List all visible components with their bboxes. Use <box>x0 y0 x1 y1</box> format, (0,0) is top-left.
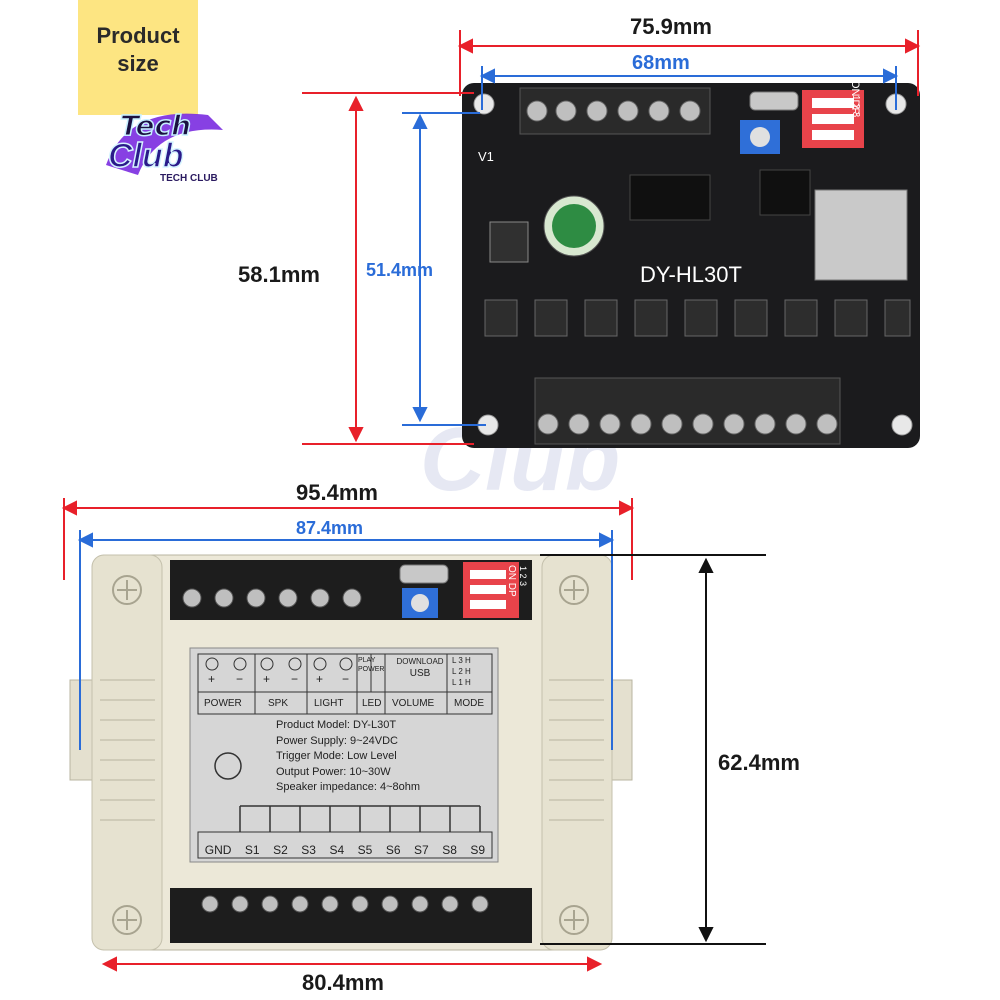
usb-port <box>749 91 799 111</box>
enclosure-bottom-width-label: 80.4mm <box>302 970 384 995</box>
polarity-plus: + <box>316 672 324 686</box>
terminal-s6: S6 <box>385 843 401 857</box>
header-cell-spk: SPK <box>268 698 289 709</box>
label-header-row: POWER SPK LIGHT LED VOLUME MODE <box>198 692 492 714</box>
label-usb: USB <box>409 668 431 679</box>
model-label: DY-HL30T <box>640 262 742 287</box>
polarity-minus: − <box>236 672 244 686</box>
usb-port <box>399 564 449 584</box>
mode-row-1: L 1 H <box>452 678 471 687</box>
polarity-minus: − <box>342 672 350 686</box>
terminal-s5: S5 <box>357 843 373 857</box>
info-product-model: Product Model: DY-L30T <box>276 719 397 731</box>
enclosure-height-label: 62.4mm <box>718 750 800 775</box>
dimension-enclosure-width-outer <box>61 498 635 580</box>
badge-line2: size <box>117 51 159 76</box>
dimension-height-outer <box>302 92 474 445</box>
enclosure-width-outer-label: 95.4mm <box>296 480 378 505</box>
logo-text-sub: TECH CLUB <box>160 173 218 184</box>
info-power-supply: Power Supply: 9~24VDC <box>276 734 398 747</box>
enclosure-dip-label: ON DP <box>506 565 517 597</box>
header-cell-power: POWER <box>204 698 242 709</box>
header-cell-light: LIGHT <box>314 698 344 709</box>
logo-text-tech: Tech <box>120 109 191 142</box>
sd-card-slot <box>814 189 908 281</box>
polarity-plus: + <box>208 672 216 686</box>
dimension-enclosure-width-inner <box>77 530 615 750</box>
header-cell-led: LED <box>362 698 382 709</box>
dimension-width-outer <box>457 30 921 96</box>
enclosure-figure <box>61 498 766 972</box>
top-terminal-screws <box>182 588 362 608</box>
label-info-block: Product Model: DY-L30T Power Supply: 9~2… <box>276 718 420 796</box>
product-size-label: Product size <box>78 22 198 78</box>
terminal-gnd: GND <box>204 843 232 857</box>
board-dip-nums: 1 2 3 <box>850 95 861 118</box>
label-pads <box>205 657 353 671</box>
mount-hole <box>473 93 495 115</box>
v1-label: V1 <box>478 149 494 164</box>
terminal-s9: S9 <box>470 843 486 857</box>
chip <box>629 174 711 221</box>
label-logo-icon <box>214 752 242 780</box>
label-power-small: POWER <box>358 666 385 673</box>
dimension-width-inner <box>479 66 899 110</box>
label-download: DOWNLOAD <box>396 657 444 666</box>
terminal-s4: S4 <box>329 843 345 857</box>
board-width-outer-label: 75.9mm <box>630 14 712 39</box>
transistor-row <box>484 299 911 337</box>
chip <box>759 169 811 216</box>
dip-switch-label: ON DP <box>849 80 861 115</box>
bottom-terminal-screws <box>537 413 838 435</box>
label-mode-levels: L 3 H L 2 H L 1 H <box>452 655 471 688</box>
side-ribs <box>100 679 604 821</box>
top-terminal-screws <box>526 100 701 122</box>
tech-club-logo: Tech Club TECH CLUB <box>106 108 223 184</box>
terminal-s1: S1 <box>244 843 260 857</box>
mode-row-3: L 3 H <box>452 656 471 665</box>
board-width-inner-label: 68mm <box>632 52 690 74</box>
info-output-power: Output Power: 10~30W <box>276 765 391 778</box>
pcb-board-figure: ON DP V1 DY-HL30T <box>302 30 921 448</box>
dimension-height-inner <box>402 112 486 426</box>
polarity-minus: − <box>291 672 299 686</box>
board-height-outer-label: 58.1mm <box>238 262 320 287</box>
bottom-terminal-screws <box>201 895 489 913</box>
terminal-label-row <box>197 831 493 859</box>
mode-row-2: L 2 H <box>452 667 471 676</box>
info-trigger-mode: Trigger Mode: Low Level <box>276 750 397 762</box>
bottom-opening <box>170 888 532 943</box>
label-usb-download: DOWNLOAD USB <box>393 656 447 680</box>
label-play: PLAY <box>358 657 376 664</box>
terminal-s7: S7 <box>414 843 429 857</box>
top-terminal-block <box>519 87 711 135</box>
polarity-plus: + <box>263 672 271 686</box>
header-cell-mode: MODE <box>454 698 484 709</box>
bottom-terminal-block <box>534 377 841 445</box>
dimension-enclosure-bottom-width <box>101 956 603 972</box>
terminal-labels: GND S1 S2 S3 S4 S5 S6 S7 S8 S9 <box>198 837 492 863</box>
label-trigger-lines <box>239 805 481 832</box>
regulator <box>489 221 529 263</box>
corner-screws <box>112 575 589 935</box>
badge-line1: Product <box>96 23 180 48</box>
product-size-badge <box>78 0 198 115</box>
dimension-enclosure-height <box>540 554 766 945</box>
label-play-power: PLAY POWER <box>358 656 386 674</box>
enclosure-dip-nums: 1 2 3 <box>518 566 528 587</box>
header-cell-volume: VOLUME <box>392 698 435 709</box>
board-height-inner-label: 51.4mm <box>366 260 434 280</box>
info-speaker-impedance: Speaker impedance: 4~8ohm <box>276 781 421 793</box>
terminal-s2: S2 <box>273 843 288 857</box>
terminal-s3: S3 <box>301 843 316 857</box>
logo-text-club: Club <box>108 137 184 175</box>
label-header-table <box>197 653 493 715</box>
terminal-s8: S8 <box>442 843 457 857</box>
mount-hole <box>891 414 913 436</box>
enclosure-width-inner-label: 87.4mm <box>296 518 364 538</box>
